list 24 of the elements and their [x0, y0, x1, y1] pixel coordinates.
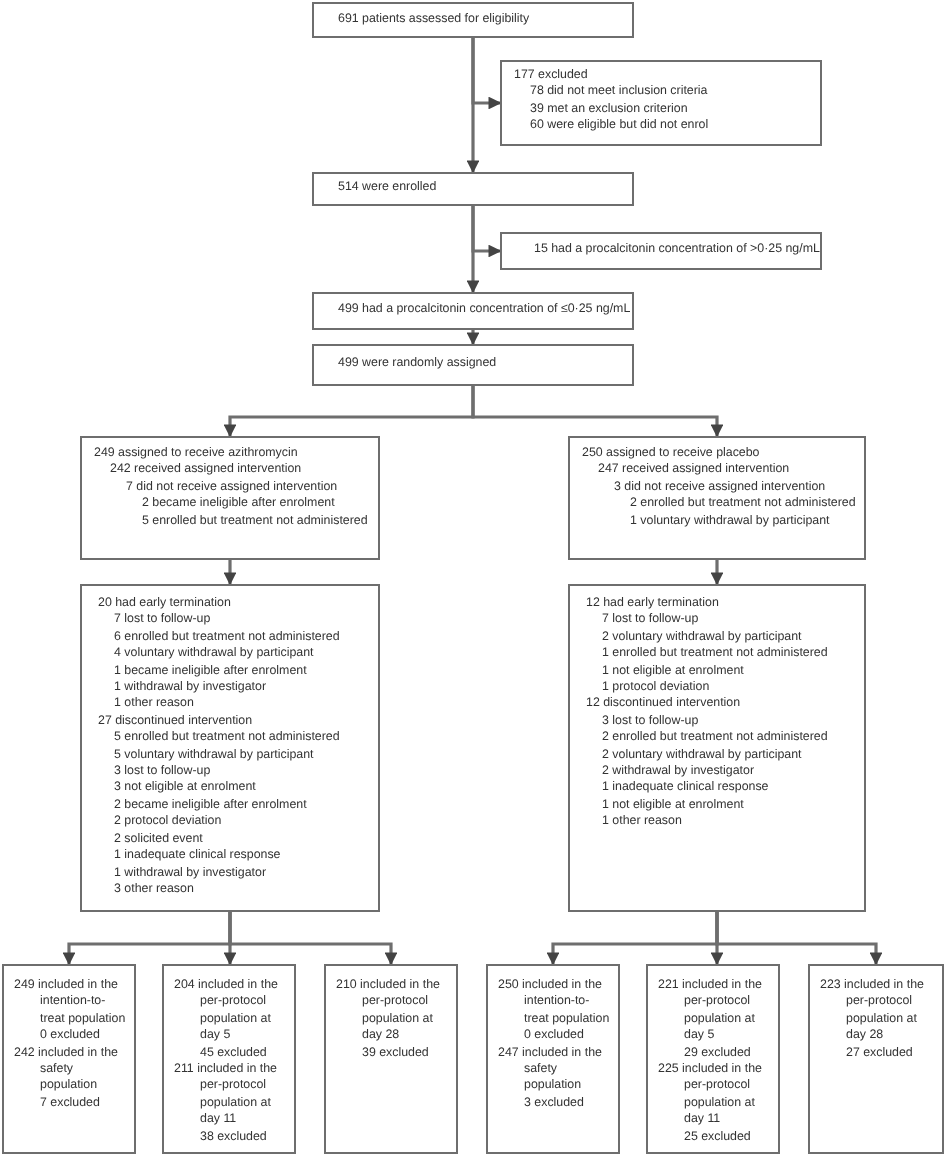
flow-box [312, 344, 634, 386]
arrow [223, 560, 237, 586]
arrow [466, 206, 480, 294]
flow-box [80, 436, 380, 560]
flow-box [500, 232, 822, 270]
flow-box [568, 436, 866, 560]
flow-box [568, 584, 866, 912]
flow-box [808, 964, 944, 1154]
arrow [710, 560, 724, 586]
flow-box [80, 584, 380, 912]
flow-box [312, 2, 634, 38]
flow-box [500, 60, 822, 146]
flow-box [312, 172, 634, 206]
flow-box [646, 964, 780, 1154]
flow-box [324, 964, 458, 1154]
arrow [466, 330, 480, 346]
arrow [715, 912, 883, 966]
arrow [228, 912, 398, 966]
flow-box [486, 964, 620, 1154]
arrow [466, 38, 480, 174]
flow-box [162, 964, 296, 1154]
arrow [471, 386, 724, 438]
flow-box [2, 964, 136, 1154]
flow-box [312, 292, 634, 330]
